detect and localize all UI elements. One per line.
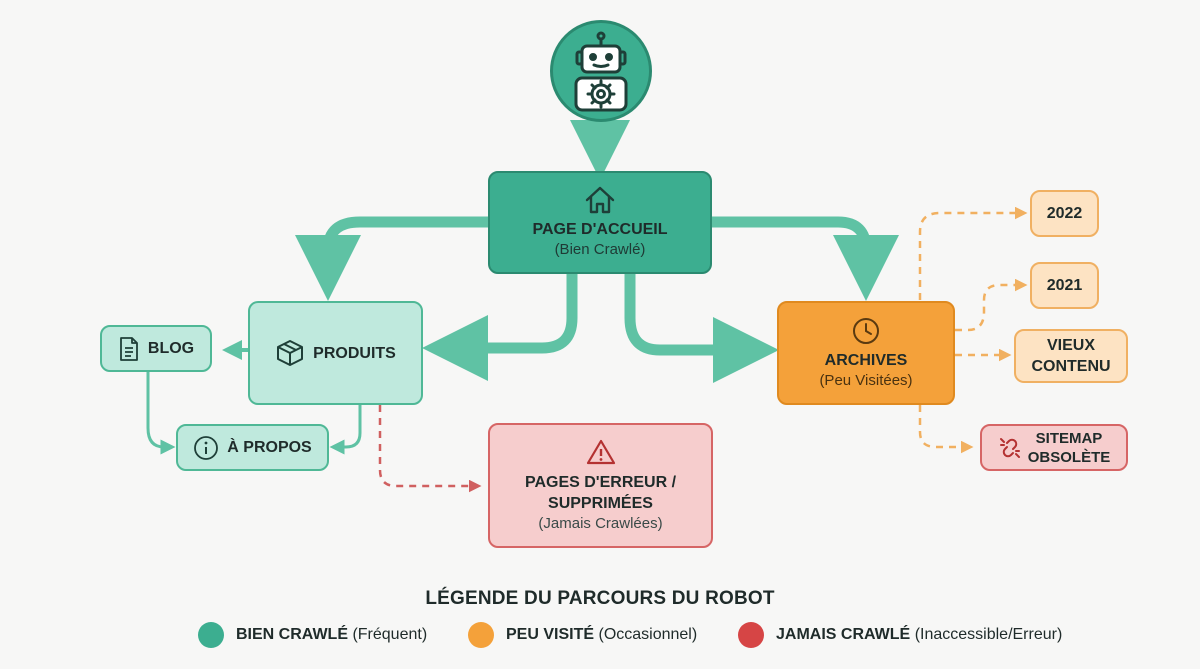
legend-dot-green bbox=[198, 622, 224, 648]
legend-dot-red bbox=[738, 622, 764, 648]
node-title: PRODUITS bbox=[313, 344, 396, 362]
robot-node bbox=[550, 20, 652, 122]
legend-label: BIEN CRAWLÉ bbox=[236, 626, 348, 643]
legend-item-peu-visite: PEU VISITÉ (Occasionnel) bbox=[468, 622, 697, 648]
legend-title: LÉGENDE DU PARCOURS DU ROBOT bbox=[425, 588, 775, 609]
edge-produits-erreur bbox=[378, 405, 482, 493]
edge-produits-apropos bbox=[329, 405, 362, 455]
node-subtitle: (Bien Crawlé) bbox=[554, 241, 646, 258]
node-title: À PROPOS bbox=[227, 439, 312, 456]
warning-icon bbox=[585, 438, 617, 466]
edge-archives-sitemap bbox=[918, 405, 974, 454]
node-title-line1: SITEMAP bbox=[1035, 429, 1103, 447]
edge-accueil-produits bbox=[295, 216, 488, 301]
legend-label: JAMAIS CRAWLÉ bbox=[776, 626, 911, 643]
node-title: PAGE D'ACCUEIL bbox=[532, 221, 668, 238]
node-title: 2022 bbox=[1046, 205, 1083, 222]
robot-gear-icon bbox=[574, 31, 628, 112]
node-pages-erreur[interactable]: PAGES D'ERREUR / SUPPRIMÉES (Jamais Craw… bbox=[488, 423, 713, 548]
edge-accueil-archives bbox=[712, 216, 899, 301]
node-2021[interactable]: 2021 bbox=[1030, 262, 1099, 309]
node-title: ARCHIVES bbox=[824, 351, 908, 369]
document-icon bbox=[118, 336, 140, 362]
edge-blog-apropos bbox=[146, 372, 176, 455]
node-archives[interactable]: ARCHIVES (Peu Visitées) bbox=[777, 301, 955, 405]
legend-detail: (Occasionnel) bbox=[598, 626, 698, 643]
node-2022[interactable]: 2022 bbox=[1030, 190, 1099, 237]
legend-item-bien-crawle: BIEN CRAWLÉ (Fréquent) bbox=[198, 622, 427, 648]
legend-detail: (Inaccessible/Erreur) bbox=[914, 626, 1063, 643]
legend-item-jamais-crawle: JAMAIS CRAWLÉ (Inaccessible/Erreur) bbox=[738, 622, 1062, 648]
node-page-accueil[interactable]: PAGE D'ACCUEIL (Bien Crawlé) bbox=[488, 171, 712, 274]
legend-label: PEU VISITÉ bbox=[506, 626, 595, 643]
node-a-propos[interactable]: À PROPOS bbox=[176, 424, 329, 471]
node-vieux-contenu[interactable]: VIEUX CONTENU bbox=[1014, 329, 1128, 383]
edge-archives-2021 bbox=[955, 278, 1028, 332]
edge-accueil-archives-2 bbox=[624, 274, 779, 383]
info-icon bbox=[193, 435, 219, 461]
node-title-line2: SUPPRIMÉES bbox=[548, 494, 653, 512]
node-blog[interactable]: BLOG bbox=[100, 325, 212, 372]
broken-link-icon bbox=[998, 436, 1022, 460]
box-icon bbox=[275, 338, 305, 368]
node-title: BLOG bbox=[147, 340, 195, 357]
node-subtitle: (Jamais Crawlées) bbox=[538, 514, 663, 532]
legend-detail: (Fréquent) bbox=[352, 626, 428, 643]
node-title-line2: CONTENU bbox=[1031, 358, 1111, 375]
legend-dot-orange bbox=[468, 622, 494, 648]
clock-icon bbox=[851, 316, 881, 346]
node-subtitle: (Peu Visitées) bbox=[819, 371, 913, 389]
node-sitemap-obsolete[interactable]: SITEMAP OBSOLÈTE bbox=[980, 424, 1128, 471]
node-title: 2021 bbox=[1046, 277, 1083, 294]
edge-accueil-produits-2 bbox=[422, 274, 578, 381]
node-title-line1: VIEUX bbox=[1046, 337, 1095, 354]
edge-archives-2022 bbox=[918, 206, 1028, 300]
home-icon bbox=[583, 185, 617, 215]
node-title-line2: OBSOLÈTE bbox=[1027, 448, 1111, 466]
node-title-line1: PAGES D'ERREUR / bbox=[524, 473, 677, 491]
node-produits[interactable]: PRODUITS bbox=[248, 301, 423, 405]
